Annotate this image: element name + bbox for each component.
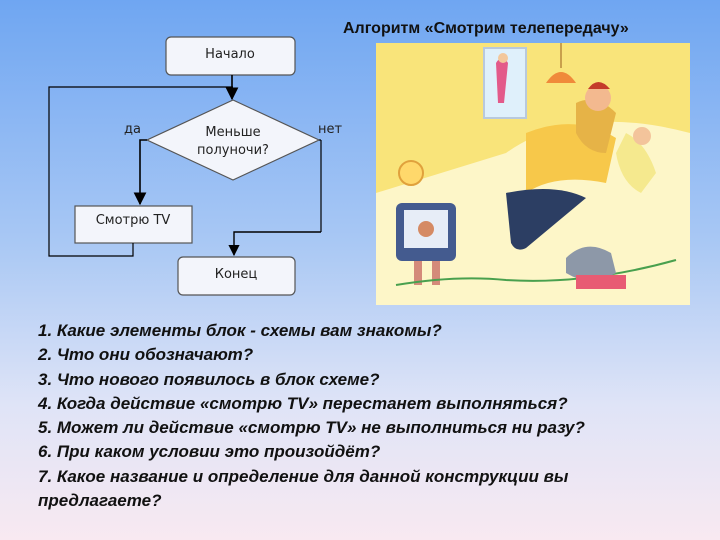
condition-label-line1: Меньше [205, 125, 260, 140]
question-item: 7. Какое название и определение для данн… [38, 466, 569, 486]
question-item: 5. Может ли действие «смотрю TV» не выпо… [38, 418, 585, 438]
start-label: Начало [205, 47, 255, 62]
arrow-yes-to-action [133, 139, 147, 206]
no-label: нет [318, 122, 342, 137]
tv-watching-illustration [376, 43, 690, 305]
question-item: 6. При каком условии это произойдёт? [38, 442, 381, 462]
question-list: 1. Какие элементы блок - схемы вам знако… [38, 319, 708, 513]
slide-title: Алгоритм «Смотрим телепередачу» [343, 20, 629, 37]
arrow-no-to-end [228, 231, 321, 257]
yes-label: да [124, 122, 141, 137]
condition-block [145, 99, 321, 181]
question-item: 4. Когда действие «смотрю TV» перестанет… [38, 393, 568, 413]
condition-label-line2: полуночи? [197, 143, 269, 158]
start-block [165, 36, 296, 76]
question-item: 2. Что они обозначают? [38, 345, 254, 365]
end-block [177, 256, 296, 296]
question-item: 3. Что нового появилось в блок схеме? [38, 369, 380, 389]
end-label: Конец [215, 267, 258, 282]
loop-back-line [48, 86, 233, 257]
question-item: 1. Какие элементы блок - схемы вам знако… [38, 321, 442, 340]
action-label: Смотрю TV [96, 213, 171, 228]
question-item: предлагаете? [38, 491, 162, 511]
flowchart: Начало Меньше полуночи? да нет Смотрю TV… [48, 36, 342, 296]
